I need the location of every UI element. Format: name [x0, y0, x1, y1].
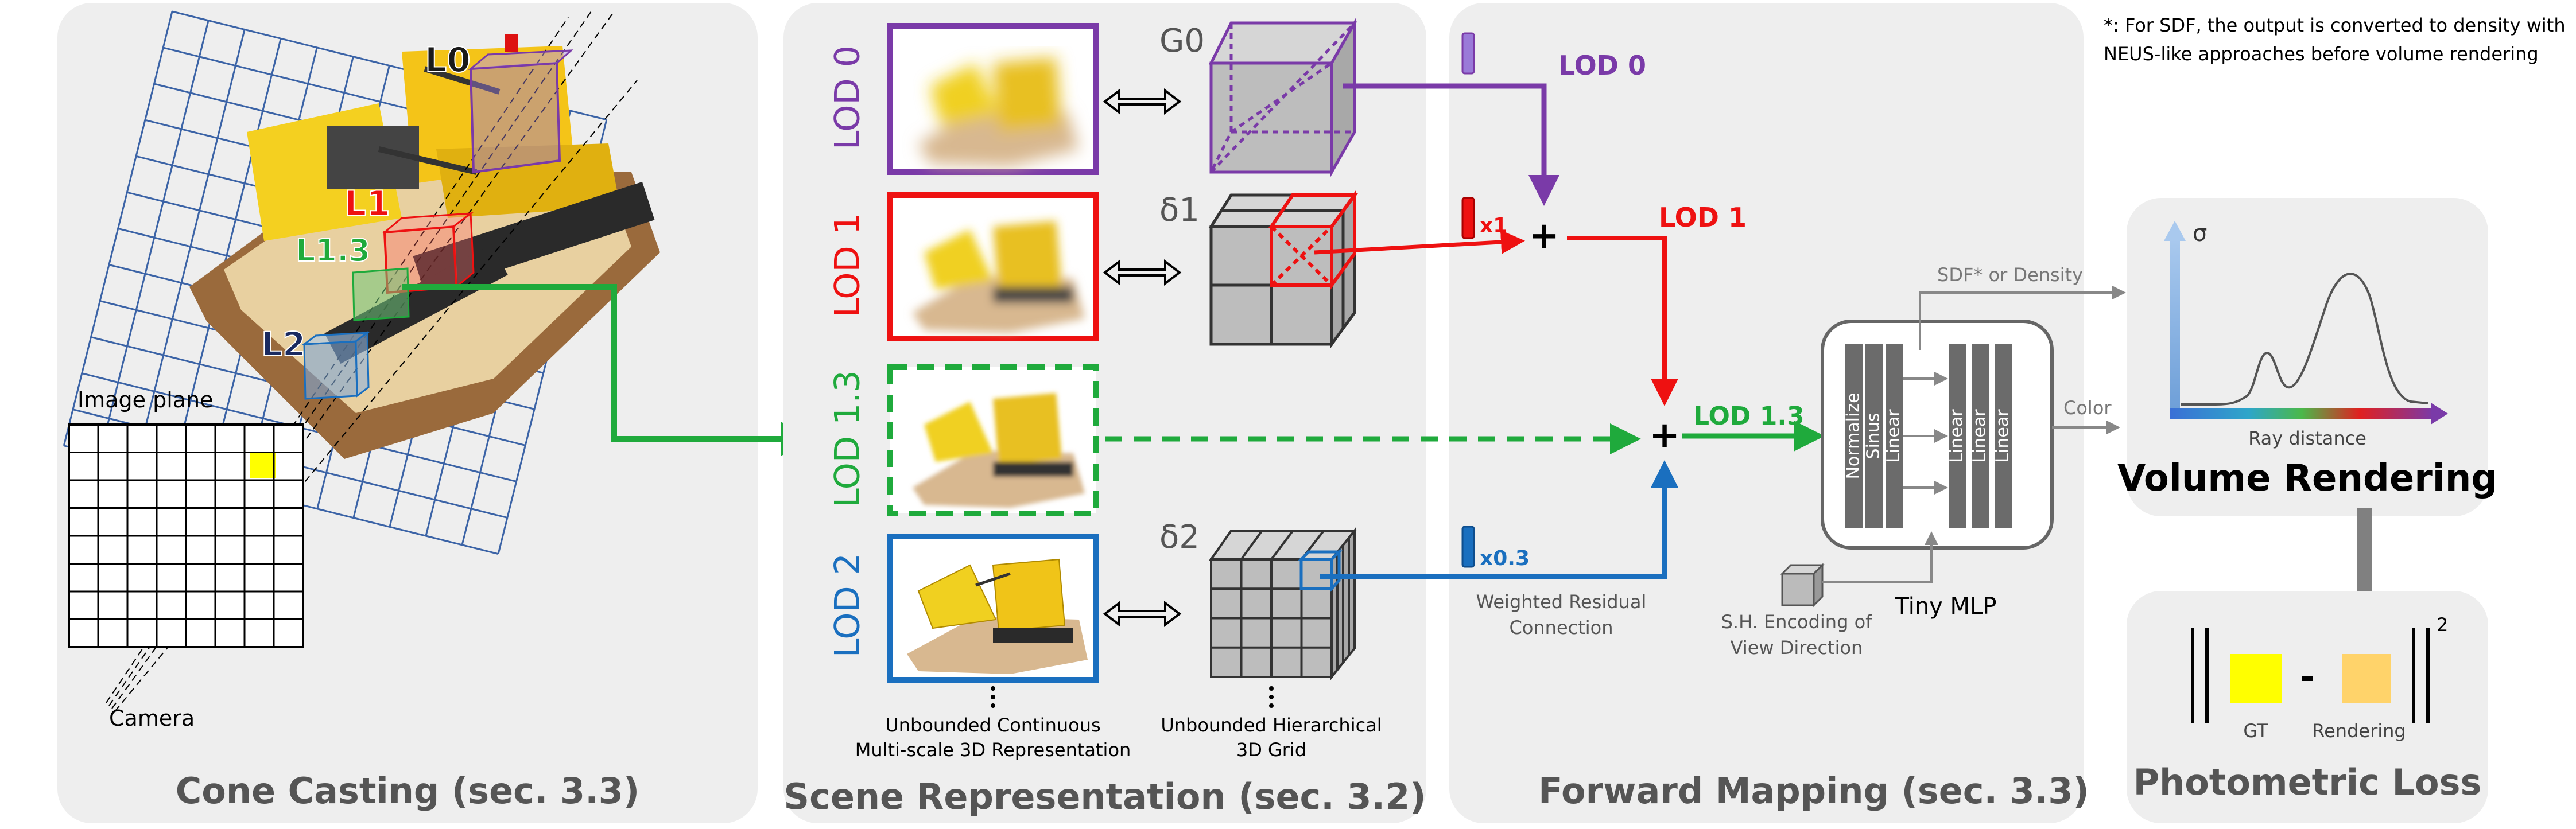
- camera-label: Camera: [109, 706, 195, 731]
- cone-casting-panel: L0 L1 L1.3 L2 Image plane Camera Cone Ca…: [57, 3, 815, 823]
- lod1-feature-vector: [1461, 197, 1475, 239]
- mlp-right-layer-0-label: Linear: [1947, 409, 1967, 463]
- cone-label-l2: L2: [261, 325, 305, 364]
- color-label: Color: [2063, 397, 2112, 419]
- cone-label-l13: L1.3: [296, 232, 370, 268]
- weight-x1: x1: [1480, 214, 1507, 238]
- cone-label-l0: L0: [425, 40, 471, 80]
- cone-lod0-box: [468, 49, 574, 174]
- mlp-left-layer-0: [1845, 344, 1863, 528]
- continuous-caption-line2: Multi-scale 3D Representation: [855, 739, 1131, 761]
- delta1-to-plus-arrow: [1314, 229, 1525, 255]
- grid-ellipsis: [1269, 686, 1274, 708]
- sh-encoding-cube: [1780, 563, 1825, 608]
- scene-lod0-label: LOD 0: [828, 45, 868, 150]
- photometric-loss-title: Photometric Loss: [2133, 761, 2482, 803]
- weight-x03: x0.3: [1480, 547, 1530, 570]
- forward-lod13-label: LOD 1.3: [1693, 402, 1805, 431]
- grid-caption-line1: Unbounded Hierarchical: [1161, 714, 1382, 736]
- delta1-highlight-cell: [1268, 189, 1358, 291]
- continuous-ellipsis: [991, 686, 995, 708]
- lod0-render: [887, 23, 1099, 175]
- photometric-loss-panel: GT - Rendering 2 Photometric Loss: [2127, 591, 2488, 823]
- grid-label-delta1: δ1: [1159, 192, 1200, 229]
- norm-bars-right: [2412, 628, 2430, 723]
- sdf-label: SDF* or Density: [1937, 264, 2083, 286]
- cone-label-l1: L1: [344, 184, 390, 224]
- grid-line: [1240, 530, 1263, 561]
- sh-caption-line2: View Direction: [1731, 637, 1863, 659]
- sigma-label: σ: [2193, 220, 2207, 247]
- grid-g0-cube: [1208, 17, 1357, 178]
- gt-swatch: [2230, 654, 2282, 703]
- volume-rendering-title: Volume Rendering: [2117, 457, 2497, 500]
- mlp-left-layer-2-label: Linear: [1884, 409, 1904, 463]
- mlp-left-layer-1-label: Sinus: [1864, 412, 1884, 459]
- lod0-feature-vector: [1461, 32, 1475, 75]
- volume-rendering-panel: σ Ray distance Volume Rendering: [2117, 198, 2497, 516]
- rendering-label: Rendering: [2312, 720, 2406, 742]
- scene-lod1-label: LOD 1: [828, 213, 868, 317]
- forward-mapping-title: Forward Mapping (sec. 3.3): [1538, 770, 2089, 812]
- residual-caption-line2: Connection: [1509, 617, 1613, 639]
- footnote-line2: NEUS-like approaches before volume rende…: [2104, 43, 2539, 65]
- lod1-render: [887, 192, 1099, 341]
- lod2-render: [887, 534, 1099, 683]
- grid-caption-line2: 3D Grid: [1236, 739, 1306, 761]
- cone-lod13-box: [352, 267, 410, 321]
- scene-lod2-label: LOD 2: [828, 553, 868, 657]
- cone-to-scene-arrow: [402, 284, 815, 456]
- continuous-caption-line1: Unbounded Continuous: [885, 714, 1100, 736]
- scene-representation-panel: LOD 0 LOD 1 LOD 1.3 LOD 2: [783, 3, 1426, 823]
- lod13-render: [887, 364, 1099, 516]
- equivalence-arrows: [1103, 88, 1182, 628]
- mlp-right-layer-0: [1949, 344, 1966, 528]
- forward-mapping-panel: x1 x0.3 LOD 0 + LOD 1 + LOD 1.3 Weighted…: [1105, 3, 2126, 823]
- ray-distance-axis: [2170, 408, 2434, 419]
- sigma-axis: [2170, 238, 2180, 410]
- mlp-right-layer-2: [1995, 344, 2012, 528]
- image-plane-label: Image plane: [77, 387, 214, 412]
- gt-label: GT: [2243, 720, 2268, 742]
- mlp-left-layer-0-label: Normalize: [1844, 392, 1864, 479]
- rendering-swatch: [2342, 654, 2391, 703]
- forward-lod1-label: LOD 1: [1659, 202, 1747, 233]
- mlp-right-layer-1: [1972, 344, 1989, 528]
- grid-line: [1270, 530, 1294, 561]
- minus-sign: -: [2300, 657, 2315, 697]
- plus-sign-2: +: [1649, 414, 1680, 457]
- scene-representation-title: Scene Representation (sec. 3.2): [783, 776, 1426, 818]
- cone-casting-title: Cone Casting (sec. 3.3): [176, 770, 639, 812]
- forward-lod0-label: LOD 0: [1558, 50, 1646, 81]
- footnote-line1: *: For SDF, the output is converted to d…: [2104, 14, 2566, 36]
- mlp-right-layer-1-label: Linear: [1970, 409, 1990, 463]
- mlp-left-layer-1: [1865, 344, 1883, 528]
- image-plane-grid: [68, 423, 304, 648]
- lod1-arrow: [1567, 236, 1678, 406]
- residual-caption-line1: Weighted Residual: [1476, 591, 1647, 613]
- cone-lod2-box: [301, 331, 370, 400]
- mlp-label: Tiny MLP: [1895, 593, 1997, 620]
- lod2-feature-vector: [1461, 526, 1475, 568]
- sh-to-mlp-arrow: [1822, 531, 1938, 583]
- scene-lod13-label: LOD 1.3: [828, 370, 868, 507]
- plus-sign-1: +: [1528, 215, 1559, 257]
- mlp-left-layer-2: [1886, 344, 1903, 528]
- grid-label-g0: G0: [1159, 22, 1205, 60]
- density-curve: [2181, 273, 2428, 406]
- ray-distance-label: Ray distance: [2248, 427, 2366, 449]
- sdf-output-arrow: [1919, 286, 2126, 350]
- lod0-arrow: [1343, 83, 1559, 206]
- sh-caption-line1: S.H. Encoding of: [1721, 611, 1873, 633]
- lod2-arrow: [1320, 460, 1678, 579]
- norm-bars-left: [2191, 628, 2209, 723]
- norm-exponent: 2: [2437, 614, 2448, 636]
- grid-label-delta2: δ2: [1159, 519, 1200, 556]
- mlp-right-layer-2-label: Linear: [1993, 409, 2013, 463]
